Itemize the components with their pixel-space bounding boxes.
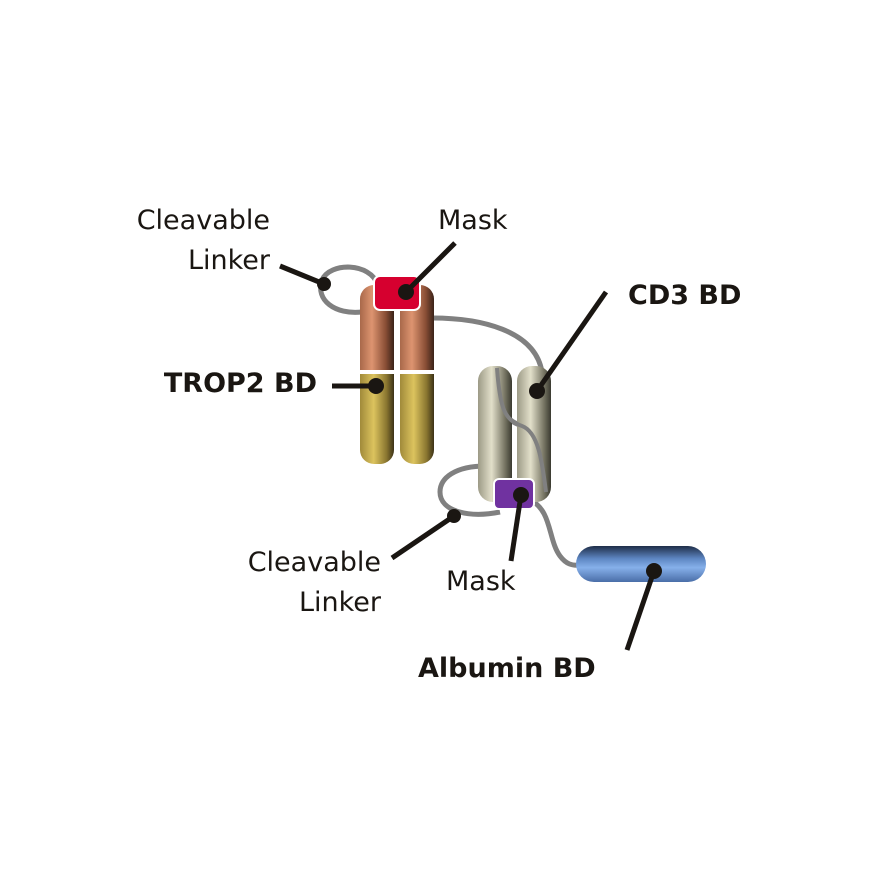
linker-trop2-to-cd3 (431, 315, 545, 373)
leader-linker-bottom (390, 513, 456, 561)
leader-dot-linker-top (317, 277, 331, 291)
linker-bottom-loop (437, 463, 501, 517)
leader-dot-mask-top (398, 284, 414, 300)
cd3-left (478, 366, 512, 502)
leader-dot-mask-bottom (513, 487, 529, 503)
trop2-lower-right-fill (400, 374, 434, 434)
label-cd3-bd: CD3 BD (628, 280, 741, 311)
label-cleavable-linker-bottom-line2: Linker (299, 587, 382, 618)
label-mask-top: Mask (438, 205, 508, 236)
albumin-bd-domain (576, 546, 706, 582)
label-albumin-bd: Albumin BD (418, 653, 596, 684)
leader-cd3 (534, 290, 609, 393)
cd3-crossing-linker (495, 367, 548, 493)
leader-linker-top (279, 263, 325, 287)
leader-dot-albumin (646, 563, 662, 579)
leader-dot-trop2 (368, 378, 384, 394)
label-cleavable-linker-bottom-line1: Cleavable (248, 547, 381, 578)
cd3-bd-domain (478, 366, 551, 502)
leader-dot-linker-bottom (447, 509, 461, 523)
leader-mask-top (404, 241, 457, 294)
label-trop2-bd: TROP2 BD (164, 368, 317, 399)
label-mask-bottom: Mask (446, 566, 516, 597)
leader-mask-bottom (508, 494, 524, 562)
leader-dot-cd3 (529, 383, 545, 399)
trop2-upper-right-fill (400, 300, 434, 370)
leader-lines (279, 241, 662, 651)
trop2-bd-domain (360, 285, 434, 464)
leader-albumin (624, 570, 657, 651)
label-cleavable-linker-top-line1: Cleavable (137, 205, 270, 236)
trop2-upper-left-fill (360, 300, 394, 370)
linker-to-albumin (528, 497, 581, 568)
label-cleavable-linker-top-line2: Linker (188, 245, 271, 276)
